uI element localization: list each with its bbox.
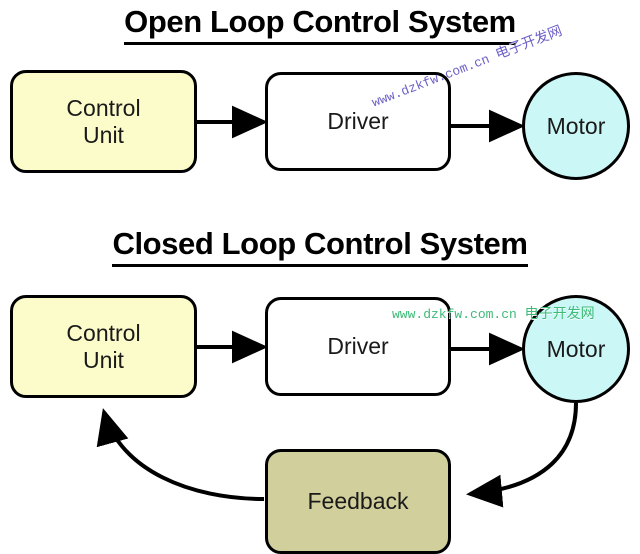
open-loop-control-unit-node[interactable]: Control Unit <box>10 70 197 173</box>
closed-loop-feedback-label: Feedback <box>307 488 409 515</box>
closed-loop-motor-node[interactable]: Motor <box>522 295 630 403</box>
closed-loop-driver-node[interactable]: Driver <box>265 297 451 396</box>
open-loop-driver-label: Driver <box>327 108 389 135</box>
closed-loop-feedback-node[interactable]: Feedback <box>265 449 451 554</box>
closed-loop-motor-label: Motor <box>546 335 606 362</box>
open-loop-title: Open Loop Control System <box>0 4 640 45</box>
open-loop-motor-label: Motor <box>546 112 606 139</box>
closed-loop-control-unit-label: Control Unit <box>66 320 140 373</box>
open-loop-control-unit-label-line1: Control <box>66 94 141 121</box>
closed-loop-title: Closed Loop Control System <box>0 226 640 267</box>
closed-loop-control-unit-label-line2: Unit <box>83 346 124 373</box>
closed-loop-driver-label: Driver <box>327 333 389 360</box>
open-loop-driver-node[interactable]: Driver <box>265 72 451 171</box>
open-loop-control-unit-label-line2: Unit <box>83 121 124 148</box>
closed-loop-control-unit-node[interactable]: Control Unit <box>10 295 197 398</box>
closed-loop-title-text: Closed Loop Control System <box>112 226 528 267</box>
closed-loop-control-unit-label-line1: Control <box>66 319 141 346</box>
open-loop-title-text: Open Loop Control System <box>124 4 516 45</box>
closed-loop-arrow-motor-to-feedback <box>466 402 578 508</box>
open-loop-control-unit-label: Control Unit <box>66 95 140 148</box>
closed-loop-arrow-feedback-to-control <box>96 408 265 501</box>
open-loop-motor-node[interactable]: Motor <box>522 72 630 180</box>
